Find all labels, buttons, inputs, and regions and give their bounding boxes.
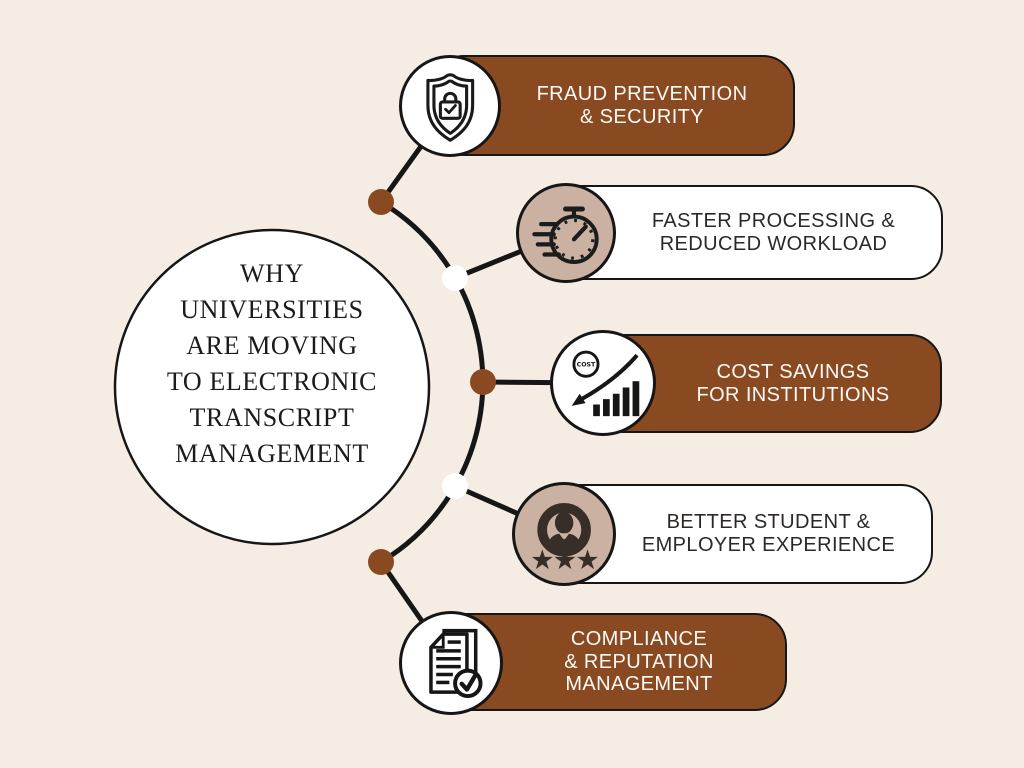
icon-circle-cost-savings: COST [550, 330, 656, 436]
item-label-line: & REPUTATION [564, 650, 714, 673]
central-circle [113, 228, 431, 546]
title-line: UNIVERSITIES [180, 295, 364, 324]
central-title: WHY UNIVERSITIES ARE MOVING TO ELECTRONI… [112, 256, 432, 472]
icon-circle-compliance [399, 611, 503, 715]
item-label-line: FRAUD PREVENTION [536, 82, 748, 105]
icon-circle-fraud-prevention [399, 55, 501, 157]
item-label-line: MANAGEMENT [565, 673, 713, 696]
documents-check-icon [429, 628, 483, 698]
item-label-line: COST SAVINGS [716, 360, 870, 383]
item-label: FASTER PROCESSING & REDUCED WORKLOAD [652, 210, 895, 255]
timeline-node-5 [368, 549, 394, 575]
cost-decrease-icon: COST [571, 350, 640, 417]
item-label-line: BETTER STUDENT & [666, 511, 871, 534]
title-line: TO ELECTRONIC [166, 367, 378, 396]
timeline-node-3 [470, 369, 496, 395]
item-label: FRAUD PREVENTION & SECURITY [537, 83, 748, 128]
timeline-node-4 [442, 473, 468, 499]
item-label-line: FOR INSTITUTIONS [696, 383, 890, 406]
bar-chart-bars [593, 381, 640, 417]
title-line: ARE MOVING [186, 331, 358, 360]
three-stars-glyph: ★★★ [530, 545, 598, 576]
decrease-arrow [581, 353, 639, 401]
cost-icon-label: COST [577, 361, 596, 368]
item-label: COST SAVINGS FOR INSTITUTIONS [696, 361, 889, 406]
icon-circle-student-experience: ★★★ [512, 482, 616, 586]
item-label-line: EMPLOYER EXPERIENCE [641, 534, 896, 556]
timeline-node-1 [368, 189, 394, 215]
icon-circle-faster-processing [516, 183, 616, 283]
item-pill-student-experience: BETTER STUDENT & EMPLOYER EXPERIENCE [542, 484, 933, 584]
item-label: BETTER STUDENT & EMPLOYER EXPERIENCE [642, 511, 895, 556]
title-line: TRANSCRIPT [189, 403, 355, 432]
item-pill-fraud-prevention: FRAUD PREVENTION & SECURITY [432, 55, 795, 156]
item-label-line: REDUCED WORKLOAD [659, 232, 888, 255]
item-label-line: & SECURITY [579, 105, 705, 128]
timeline-node-2 [442, 265, 468, 291]
shield-lock-icon [426, 72, 474, 142]
item-label-line: FASTER PROCESSING & [651, 209, 896, 232]
item-label: COMPLIANCE & REPUTATION MANAGEMENT [564, 628, 714, 696]
title-line: MANAGEMENT [175, 439, 369, 468]
title-line: WHY [240, 259, 304, 288]
item-label-line: COMPLIANCE [570, 628, 708, 651]
customer-rating-icon: ★★★ [530, 502, 600, 576]
stopwatch-icon [531, 206, 599, 264]
